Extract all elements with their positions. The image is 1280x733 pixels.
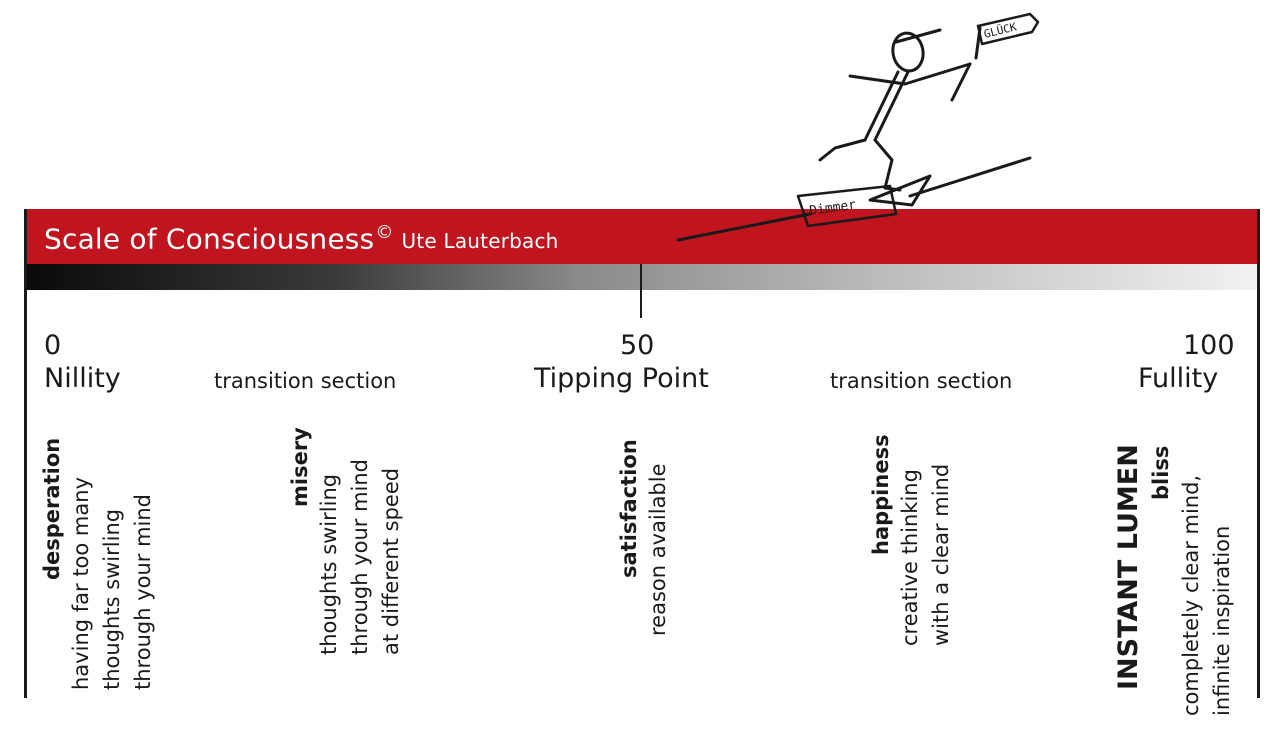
desc-line: through your mind: [131, 493, 155, 690]
column-happiness-desc: creative thinking with a clear mind: [895, 464, 957, 646]
title-text: Scale of Consciousness: [44, 222, 375, 256]
state-happiness: happiness: [869, 434, 893, 555]
desc-line: creative thinking: [898, 469, 922, 646]
dimmer-label: Dimmer: [808, 198, 857, 219]
desc-line: thoughts swirling: [317, 473, 341, 655]
copyright-mark: ©: [375, 222, 394, 243]
consciousness-gradient-bar: [24, 264, 1260, 290]
desc-line: with a clear mind: [929, 463, 953, 646]
stick-figure-sketch: GLÜCK Dimmer: [676, 12, 1040, 242]
state-misery: misery: [288, 427, 312, 507]
desc-line: infinite inspiration: [1210, 525, 1234, 716]
column-satisfaction-desc: reason available: [643, 463, 674, 636]
column-desperation-desc: having far too many thoughts swirling th…: [66, 477, 159, 690]
column-misery: misery: [285, 427, 316, 507]
left-boundary-line: [24, 209, 27, 698]
desc-line: completely clear mind,: [1179, 474, 1203, 716]
desc-line: thoughts swirling: [100, 508, 124, 690]
desc-line: having far too many: [69, 477, 93, 690]
desc-line: reason available: [646, 463, 670, 636]
column-misery-desc: thoughts swirling through your mind at d…: [314, 459, 407, 655]
column-satisfaction: satisfaction: [614, 439, 645, 578]
column-desperation: desperation: [37, 438, 68, 580]
column-instant-lumen: INSTANT LUMEN: [1112, 444, 1146, 690]
page-title: Scale of Consciousness© Ute Lauterbach: [44, 222, 559, 255]
column-bliss: bliss: [1146, 446, 1177, 500]
state-desperation: desperation: [40, 437, 64, 580]
desc-line: through your mind: [348, 458, 372, 655]
column-bliss-desc: completely clear mind, infinite inspirat…: [1176, 475, 1238, 716]
instant-lumen-headline: INSTANT LUMEN: [1113, 444, 1144, 690]
transition-label-left: transition section: [214, 369, 397, 393]
transition-label-right: transition section: [830, 369, 1013, 393]
title-band: [24, 209, 1260, 264]
scale-number-0: 0: [44, 330, 62, 361]
right-boundary-line: [1257, 209, 1260, 698]
label-fullity: Fullity: [1138, 363, 1219, 394]
desc-line: at different speed: [379, 467, 403, 655]
state-satisfaction: satisfaction: [617, 439, 641, 578]
scale-number-50: 50: [620, 330, 655, 361]
label-tipping-point: Tipping Point: [534, 363, 709, 394]
tipping-point-tick: [640, 264, 642, 318]
author-name: Ute Lauterbach: [401, 229, 559, 254]
state-bliss: bliss: [1149, 445, 1173, 500]
column-happiness: happiness: [866, 434, 897, 555]
label-nillity: Nillity: [44, 363, 121, 394]
scale-number-100: 100: [1183, 330, 1235, 361]
